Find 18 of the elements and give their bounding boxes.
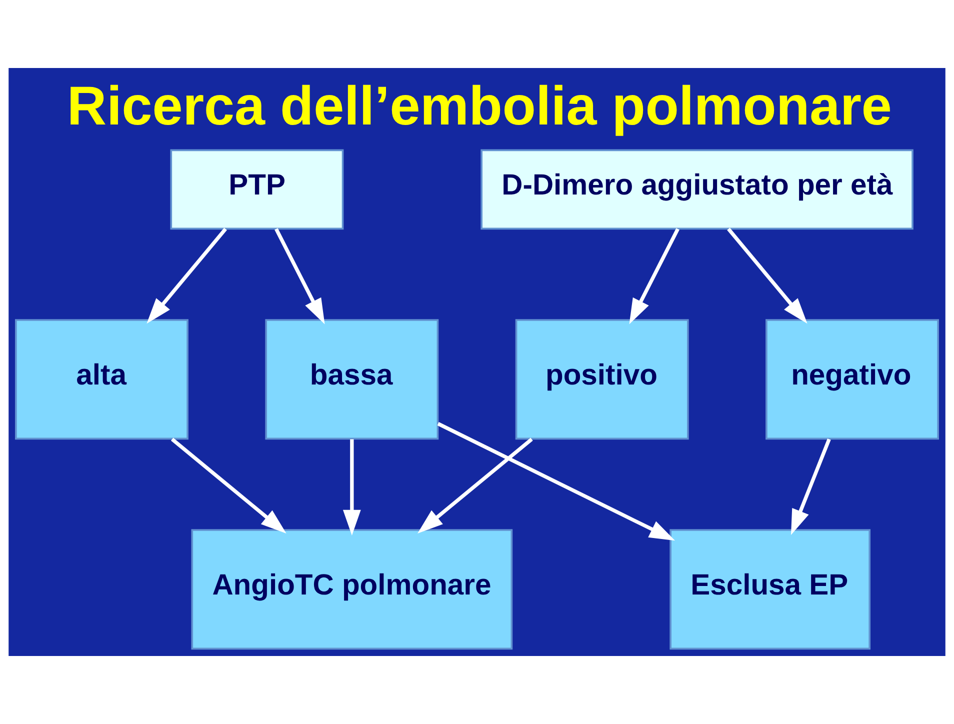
arrow <box>629 228 680 324</box>
node-box: Esclusa EP <box>670 529 871 650</box>
node-box: bassa <box>265 319 439 440</box>
node-box: AngioTC polmonare <box>191 529 513 650</box>
arrow <box>727 228 808 324</box>
node-box: D-Dimero aggiustato per età <box>480 149 914 230</box>
arrow <box>170 438 286 534</box>
arrow <box>146 228 227 324</box>
arrow <box>417 438 533 534</box>
arrow <box>790 438 831 536</box>
arrow <box>274 228 325 324</box>
node-box: positivo <box>515 319 689 440</box>
arrow <box>342 439 361 536</box>
diagram-title: Ricerca dell’embolia polmonare <box>67 74 892 137</box>
node-box: PTP <box>170 149 344 230</box>
arrow <box>437 422 676 541</box>
node-box: negativo <box>766 319 939 440</box>
node-box: alta <box>15 319 188 440</box>
